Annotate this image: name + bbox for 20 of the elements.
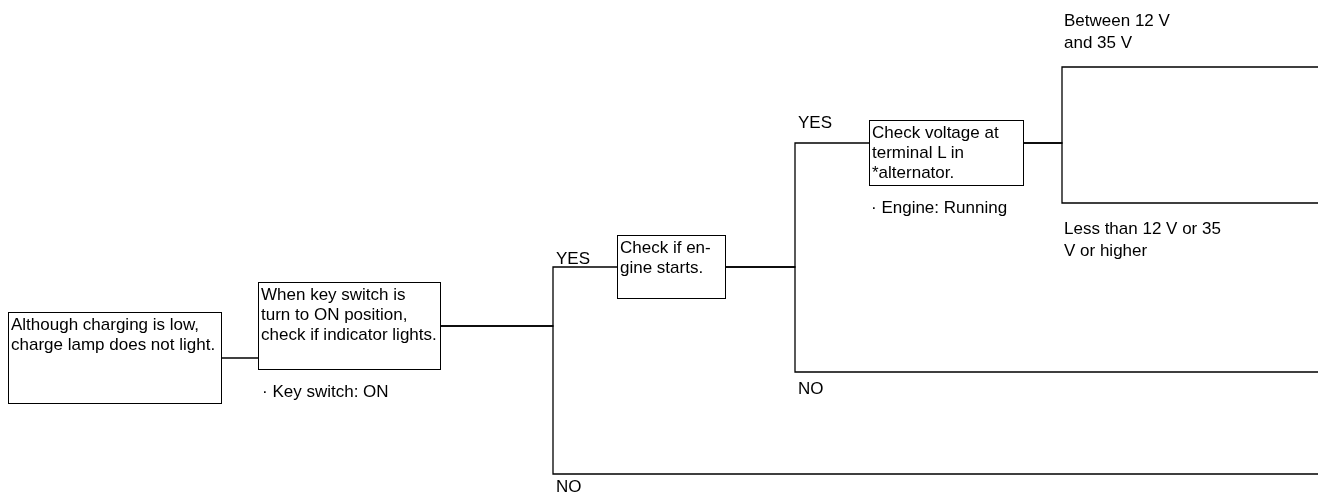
connector-line bbox=[725, 266, 1318, 373]
box-text: Although charging is low, charge lamp does not light. bbox=[11, 315, 217, 355]
edge-label: NO bbox=[798, 378, 825, 400]
process-box bbox=[258, 282, 441, 370]
edge-label: YES bbox=[798, 112, 834, 134]
edge-label: NO bbox=[556, 476, 583, 493]
process-box bbox=[617, 235, 726, 299]
connector-line bbox=[221, 357, 259, 359]
edge-label: YES bbox=[556, 248, 592, 270]
edge-label: Between 12 V and 35 V bbox=[1064, 10, 1171, 54]
process-box bbox=[8, 312, 222, 404]
box-text: Check if en- gine starts. bbox=[620, 238, 712, 278]
connector-line bbox=[1023, 142, 1318, 204]
condition-note: · Key switch: ON bbox=[262, 382, 389, 402]
connector-line bbox=[440, 325, 1318, 475]
box-text: When key switch is turn to ON position, check if indicator lights. bbox=[261, 285, 438, 345]
box-text: Check voltage at terminal L in *alternator. bbox=[872, 123, 1000, 183]
condition-note: · Engine: Running bbox=[871, 198, 1008, 218]
edge-label: Less than 12 V or 35 V or higher bbox=[1064, 218, 1222, 262]
process-box bbox=[869, 120, 1024, 186]
